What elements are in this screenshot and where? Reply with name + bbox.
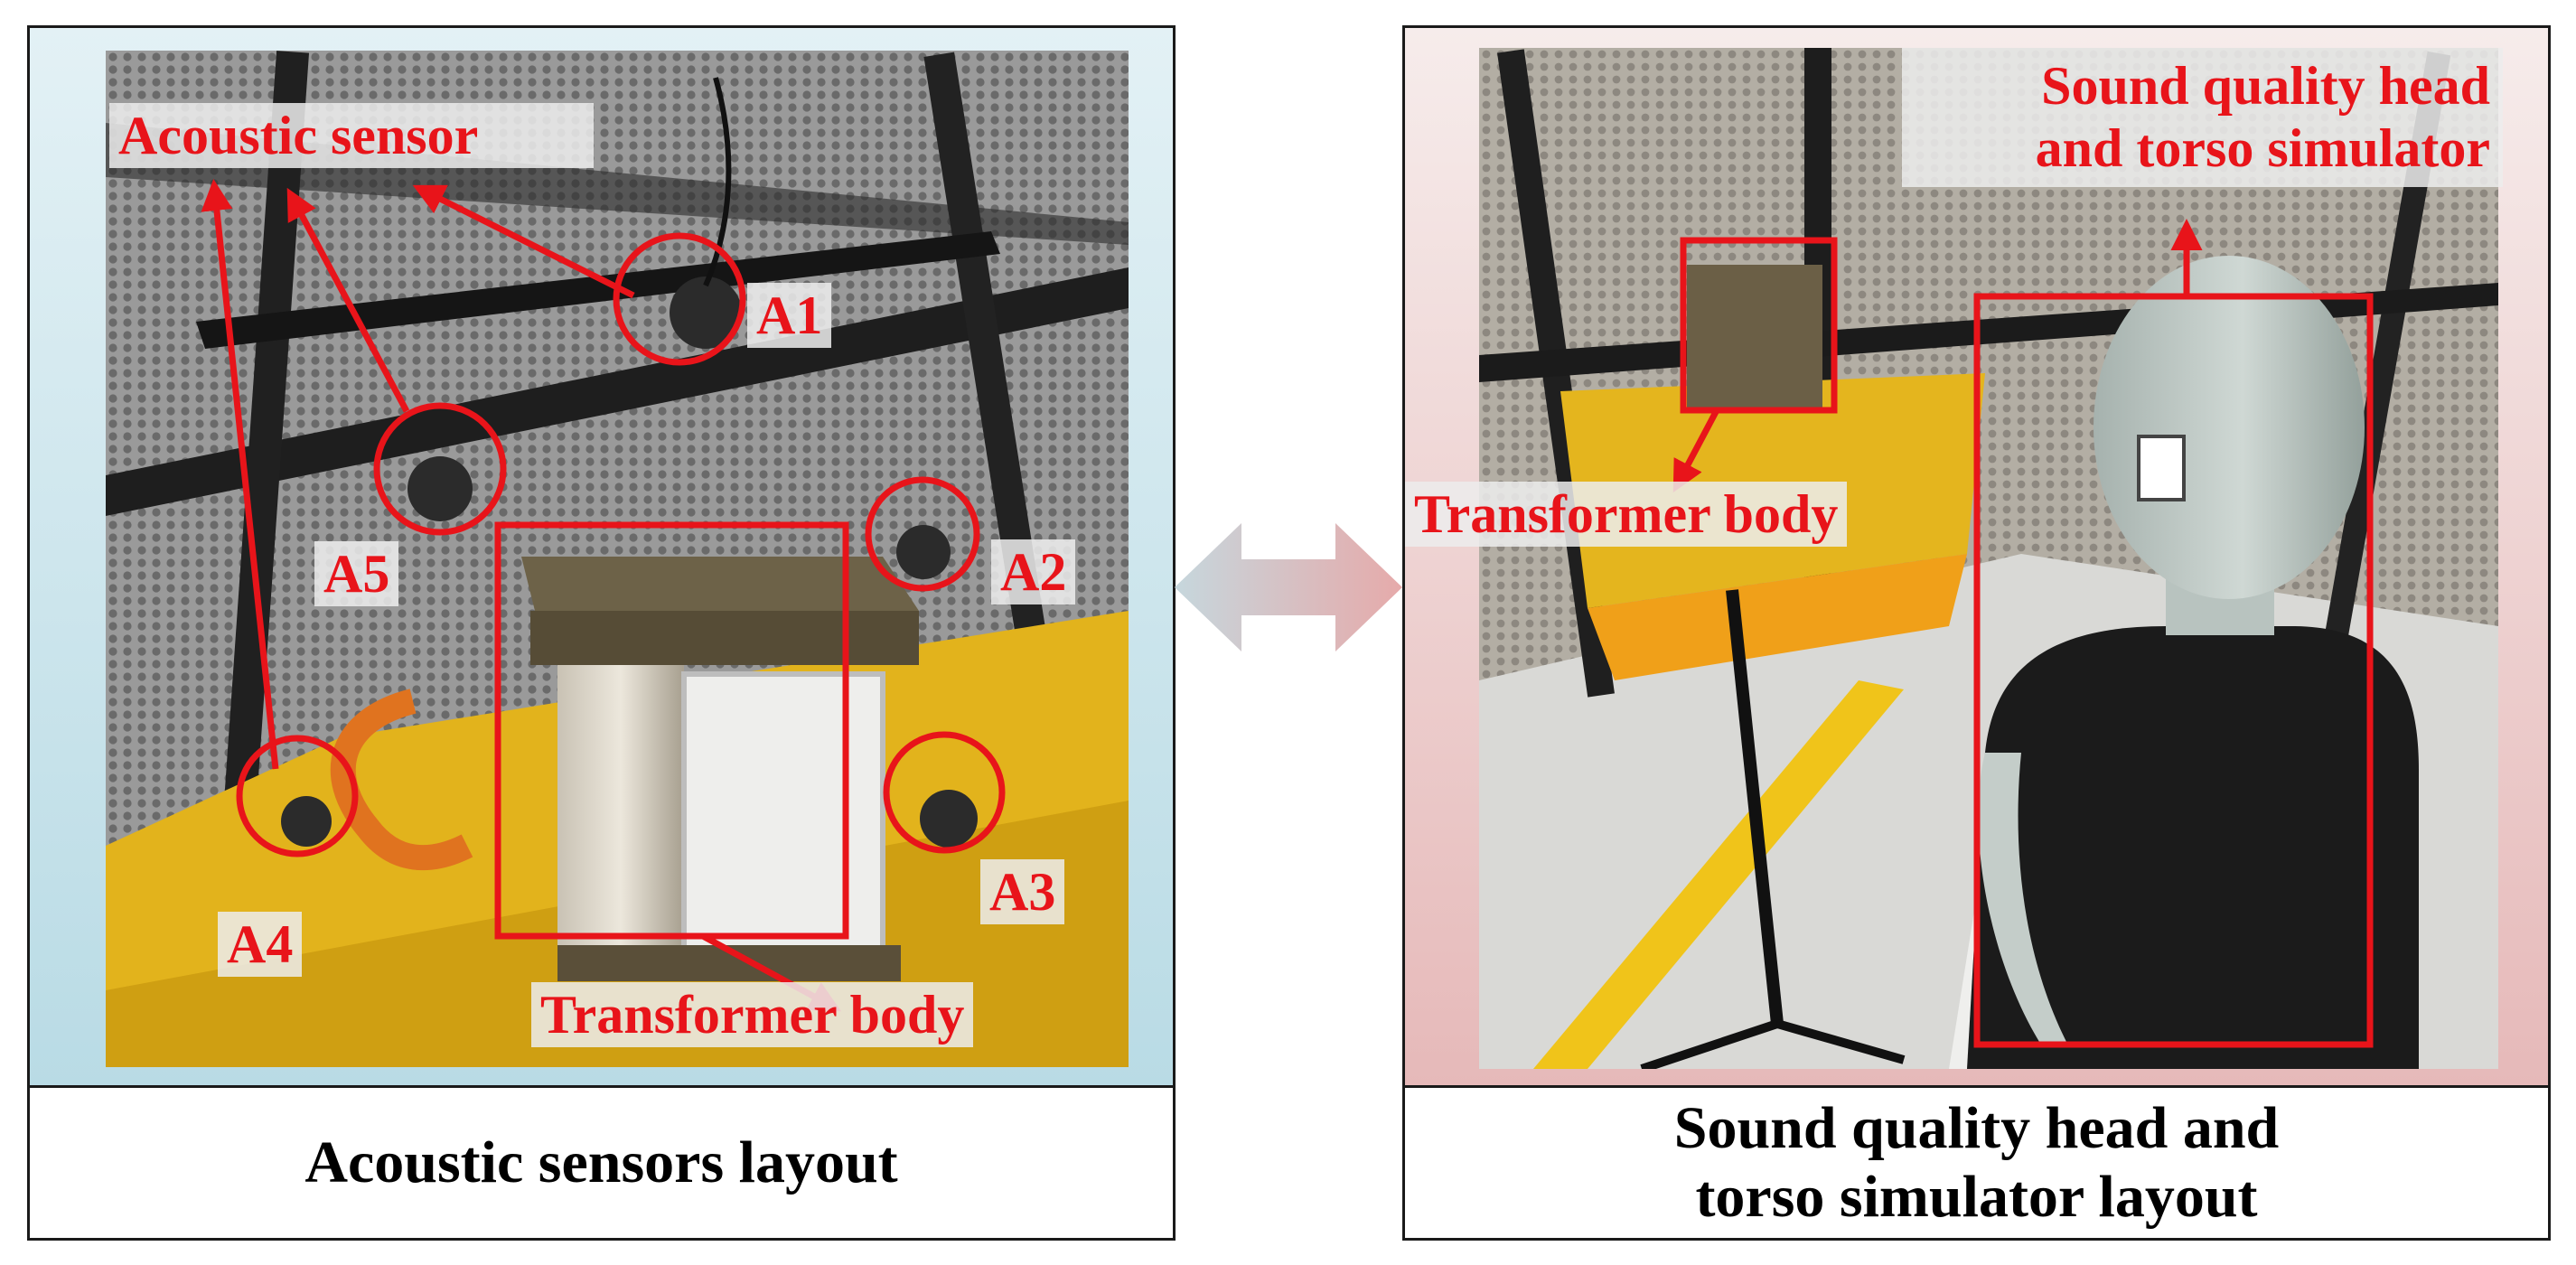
photo-illustration (1479, 48, 2498, 1069)
label-a2: A2 (991, 539, 1076, 604)
caption-line2: torso simulator layout (1695, 1164, 2258, 1230)
caption-acoustic-sensors-layout: Acoustic sensors layout (304, 1129, 898, 1196)
transformer-body-box (494, 521, 849, 940)
sensor-a4-circle (236, 735, 359, 857)
caption-line1: Sound quality head and (1673, 1095, 2280, 1162)
arrow-a5-to-label (286, 187, 410, 413)
arrow-transformer-to-label (1672, 408, 1720, 493)
label-hats: Sound quality head and torso simulator (1902, 48, 2503, 187)
right-annotation-overlay (1672, 219, 2374, 1048)
label-a4: A4 (218, 912, 303, 977)
panel-acoustic-sensors: Acoustic sensor A1 A2 A3 A4 A5 Transform… (27, 25, 1176, 1241)
label-hats-line1: Sound quality head (2041, 56, 2490, 116)
panel-hats: Sound quality head and torso simulator T… (1402, 25, 2551, 1241)
hats-box (1973, 293, 2374, 1048)
label-hats-line2: and torso simulator (2035, 118, 2490, 178)
acoustic-sensors-photo (106, 51, 1129, 1067)
sensor-a1-circle (613, 232, 746, 366)
label-a5: A5 (314, 541, 399, 606)
label-acoustic-sensor: Acoustic sensor (109, 103, 594, 168)
hats-photo (1479, 48, 2498, 1069)
sensor-a5-circle (373, 402, 507, 536)
caption-hats-layout: Sound quality head and torso simulator l… (1405, 1088, 2548, 1238)
double-headed-arrow-icon (1175, 523, 1402, 651)
transformer-body-box (1680, 237, 1838, 414)
left-annotation-overlay (201, 179, 1006, 1012)
photo-area: Sound quality head and torso simulator T… (1405, 28, 2548, 1088)
label-transformer-body: Transformer body (1405, 482, 1848, 547)
label-transformer-body: Transformer body (531, 982, 974, 1047)
arrow-a1-to-label (412, 184, 635, 299)
sensor-a3-circle (883, 731, 1006, 854)
photo-area: Acoustic sensor A1 A2 A3 A4 A5 Transform… (30, 28, 1173, 1088)
label-a3: A3 (980, 859, 1065, 924)
sensor-a2-circle (865, 476, 980, 592)
arrow-a4-to-label (201, 179, 279, 770)
photo-illustration (106, 51, 1129, 1067)
label-a1: A1 (747, 283, 832, 348)
